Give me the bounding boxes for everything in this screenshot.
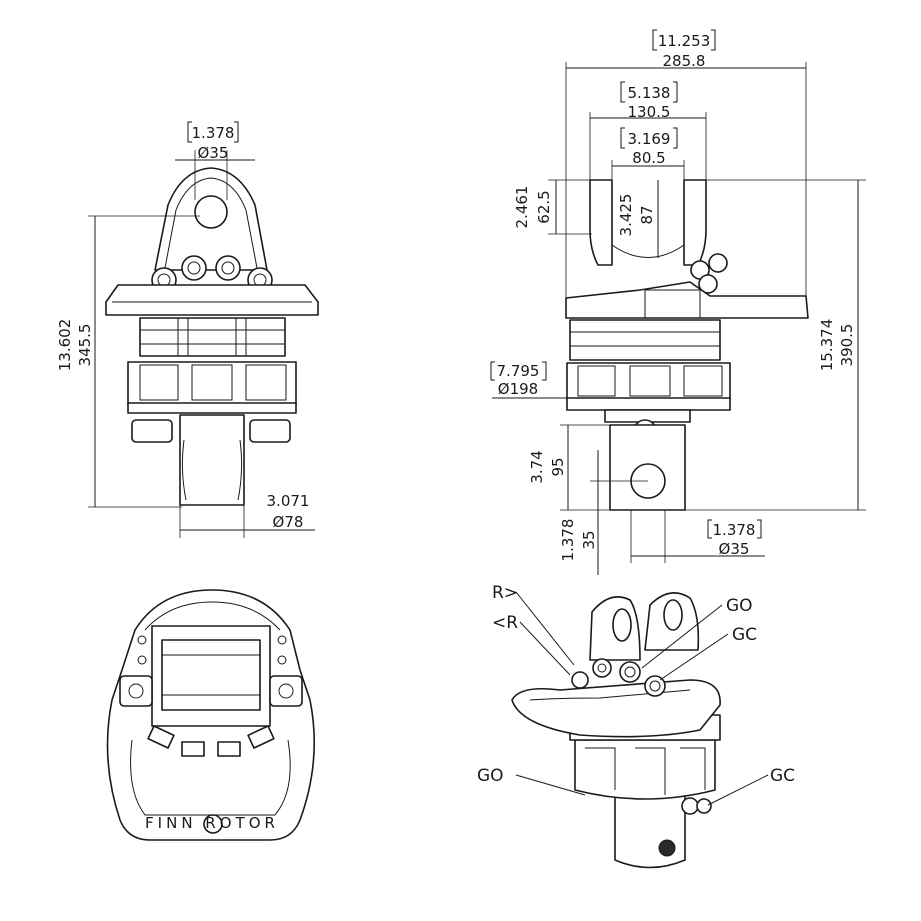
callout-gc-top: GC: [732, 625, 757, 645]
side-hole-dimension: 1.378 Ø35: [630, 510, 765, 563]
side-outer-mm: 130.5: [628, 103, 671, 121]
callout-gc-bottom: GC: [770, 766, 795, 786]
side-lug-inner-mm: 87: [638, 205, 656, 224]
side-inner-mm: 80.5: [632, 149, 665, 167]
side-lug-top-dimension: 2.461 62.5: [513, 179, 592, 235]
side-body-inch: 7.795: [497, 362, 540, 380]
side-view: [565, 179, 809, 511]
side-shaft-inch: 3.74: [528, 450, 546, 483]
front-pin-dimension: 1.378 Ø35: [175, 121, 255, 200]
side-inner-lugs-dimension: 3.169 80.5: [611, 127, 685, 180]
callout-go-top: GO: [726, 596, 753, 616]
side-outer-lugs-dimension: 5.138 130.5: [589, 81, 707, 180]
side-height-inch: 15.374: [818, 319, 836, 372]
side-height-mm: 390.5: [838, 324, 856, 367]
front-shaft-inch: 3.071: [267, 492, 310, 510]
side-lug-inner-dimension: 3.425 87: [617, 180, 659, 258]
side-width-inch: 11.253: [658, 32, 711, 50]
side-hole-pos-mm: 35: [580, 530, 598, 549]
front-shaft-dimension: 3.071 Ø78: [179, 492, 315, 538]
side-lug-top-mm: 62.5: [535, 190, 553, 223]
side-lug-top-inch: 2.461: [513, 186, 531, 229]
front-height-dimension: 13.602 345.5: [56, 215, 200, 508]
callout-r-right: R>: [492, 583, 518, 603]
logo-text: FINN ROTOR: [145, 814, 279, 832]
callouts: R> <R GO GC GO GC: [477, 583, 795, 806]
side-hole-inch: 1.378: [713, 521, 756, 539]
side-body-dimension: 7.795 Ø198: [490, 361, 730, 399]
callout-go-bottom: GO: [477, 766, 504, 786]
front-view: [105, 167, 319, 506]
side-inner-inch: 3.169: [628, 130, 671, 148]
side-shaft-mm: 95: [549, 457, 567, 476]
side-width-mm: 285.8: [663, 52, 706, 70]
front-pin-mm: Ø35: [198, 144, 229, 162]
callout-r-left: <R: [492, 613, 518, 633]
side-outer-inch: 5.138: [628, 84, 671, 102]
front-height-mm: 345.5: [76, 324, 94, 367]
side-lug-inner-inch: 3.425: [617, 194, 635, 237]
top-view: FINN ROTOR: [106, 589, 316, 841]
side-total-height-dimension: 15.374 390.5: [685, 179, 866, 511]
side-shaft-length-dimension: 3.74 95: [528, 424, 610, 511]
front-shaft-mm: Ø78: [273, 513, 304, 531]
side-hole-mm: Ø35: [719, 540, 750, 558]
front-height-inch: 13.602: [56, 319, 74, 372]
side-body-mm: Ø198: [498, 380, 538, 398]
front-pin-inch: 1.378: [192, 124, 235, 142]
side-hole-pos-inch: 1.378: [559, 519, 577, 562]
side-hole-position-dimension: 1.378 35: [559, 450, 648, 575]
isometric-view: [511, 592, 721, 869]
